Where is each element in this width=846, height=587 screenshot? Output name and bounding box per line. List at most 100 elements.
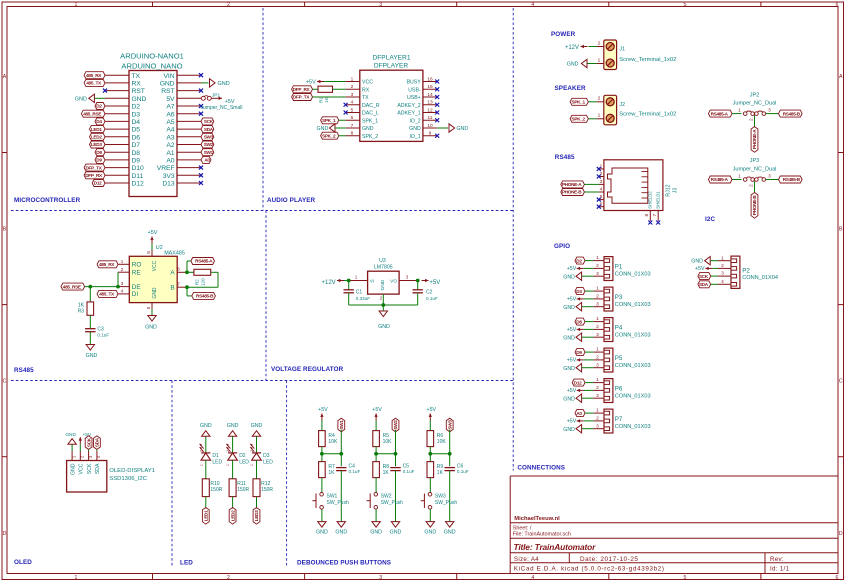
svg-text:R11: R11 (237, 481, 246, 487)
svg-text:DI: DI (132, 291, 139, 298)
svg-text:+5V: +5V (148, 230, 158, 236)
svg-text:D7: D7 (132, 142, 141, 149)
svg-text:SDA: SDA (95, 437, 100, 447)
svg-text:DFP_RX: DFP_RX (85, 173, 103, 178)
svg-text:A5: A5 (166, 119, 174, 126)
svg-text:2: 2 (227, 2, 230, 8)
svg-text:C1: C1 (356, 289, 363, 295)
svg-text:R6: R6 (437, 433, 444, 439)
svg-text:6: 6 (177, 267, 180, 272)
svg-text:LED: LED (180, 560, 193, 567)
svg-text:1: 1 (600, 164, 603, 170)
svg-text:KiCad E.D.A. kicad (5.0.0-rc2: KiCad E.D.A. kicad (5.0.0-rc2-63-gd4393b… (514, 565, 665, 572)
svg-text:SCK: SCK (86, 437, 91, 447)
svg-text:R10: R10 (210, 481, 219, 487)
svg-text:10K: 10K (383, 439, 393, 445)
svg-text:SPEAKER: SPEAKER (555, 85, 586, 92)
svg-text:GND: GND (563, 427, 575, 433)
svg-text:D2: D2 (96, 104, 102, 109)
svg-text:IO_1: IO_1 (409, 134, 420, 140)
svg-text:DFP_TX: DFP_TX (85, 165, 102, 170)
svg-text:SW1: SW1 (327, 494, 338, 500)
svg-text:ADKEY_1: ADKEY_1 (397, 111, 420, 117)
svg-text:6: 6 (836, 575, 839, 581)
svg-text:A0: A0 (166, 158, 174, 165)
svg-text:3: 3 (600, 179, 603, 185)
svg-text:+5V: +5V (567, 327, 577, 333)
svg-text:1K: 1K (437, 470, 444, 476)
svg-text:DFPLAYER: DFPLAYER (374, 63, 409, 70)
svg-text:SW_Push: SW_Push (435, 500, 457, 506)
svg-text:LED3: LED3 (91, 142, 102, 147)
svg-text:D: D (839, 531, 843, 537)
svg-text:USB-: USB- (408, 87, 421, 93)
svg-text:GND: GND (362, 126, 374, 132)
svg-text:3: 3 (121, 281, 124, 286)
svg-text:0.1uF: 0.1uF (349, 469, 361, 474)
svg-text:11: 11 (428, 115, 433, 121)
svg-text:RS485-A: RS485-A (195, 259, 213, 264)
svg-text:LED: LED (239, 459, 249, 465)
svg-text:5: 5 (683, 575, 686, 581)
svg-text:RS485-A: RS485-A (711, 177, 729, 182)
svg-text:P6: P6 (615, 385, 623, 392)
svg-text:3: 3 (596, 393, 599, 399)
svg-text:D9: D9 (96, 158, 102, 163)
svg-text:U2: U2 (156, 245, 163, 251)
svg-text:SDA: SDA (204, 127, 214, 132)
svg-text:GND: GND (218, 81, 230, 87)
svg-text:SPK_2: SPK_2 (362, 134, 378, 140)
svg-text:D8: D8 (96, 150, 102, 155)
svg-text:12: 12 (427, 107, 433, 113)
svg-text:RJ12: RJ12 (666, 184, 672, 196)
svg-text:+5V: +5V (567, 388, 577, 394)
svg-text:TX: TX (132, 73, 141, 80)
svg-text:150R: 150R (261, 487, 273, 493)
svg-text:GND: GND (316, 530, 328, 536)
svg-text:MAX485: MAX485 (164, 251, 185, 257)
svg-text:CONN_01X03: CONN_01X03 (615, 394, 651, 400)
svg-text:RST: RST (161, 88, 174, 95)
svg-text:1: 1 (199, 464, 203, 466)
svg-text:GND: GND (563, 366, 575, 372)
svg-text:+5V: +5V (429, 280, 440, 286)
svg-text:0.1uF: 0.1uF (426, 296, 438, 301)
svg-text:3V3: 3V3 (163, 173, 175, 180)
svg-text:D11: D11 (132, 173, 144, 180)
svg-text:2: 2 (598, 96, 601, 102)
svg-text:D4: D4 (96, 119, 102, 124)
svg-text:1: 1 (75, 575, 78, 581)
svg-text:A0: A0 (204, 158, 210, 163)
svg-text:3: 3 (768, 107, 771, 113)
svg-text:3: 3 (351, 92, 354, 98)
svg-text:A: A (3, 74, 7, 80)
svg-text:DE: DE (132, 284, 141, 291)
svg-text:JP3: JP3 (750, 158, 759, 164)
svg-text:C: C (3, 379, 7, 385)
svg-text:2: 2 (226, 450, 230, 452)
svg-text:3: 3 (406, 274, 409, 279)
svg-text:Title: TrainAutomator: Title: TrainAutomator (514, 542, 597, 552)
svg-text:CONN_01X03: CONN_01X03 (615, 424, 651, 430)
svg-text:D: D (3, 531, 7, 537)
svg-text:D3: D3 (132, 111, 141, 118)
svg-text:1: 1 (596, 286, 599, 292)
svg-text:P7: P7 (615, 416, 623, 423)
svg-text:+5V: +5V (427, 407, 437, 413)
svg-text:Screw_Terminal_1x02: Screw_Terminal_1x02 (619, 57, 676, 63)
svg-text:RS485-B: RS485-B (783, 177, 801, 182)
svg-text:+12V: +12V (322, 280, 336, 286)
svg-text:+5V: +5V (567, 296, 577, 302)
svg-text:GND: GND (409, 126, 421, 132)
svg-text:2: 2 (380, 296, 383, 301)
svg-text:150R: 150R (210, 487, 222, 493)
svg-text:1: 1 (596, 408, 599, 414)
svg-text:SW2: SW2 (204, 142, 214, 147)
svg-text:IO_2: IO_2 (409, 118, 420, 124)
svg-text:PHONE-A: PHONE-A (562, 182, 582, 187)
svg-text:SW2: SW2 (393, 420, 398, 430)
svg-text:A7: A7 (166, 104, 174, 111)
svg-text:VOLTAGE REGULATOR: VOLTAGE REGULATOR (271, 366, 344, 373)
svg-text:GND: GND (160, 81, 175, 88)
svg-text:GND: GND (200, 423, 212, 429)
